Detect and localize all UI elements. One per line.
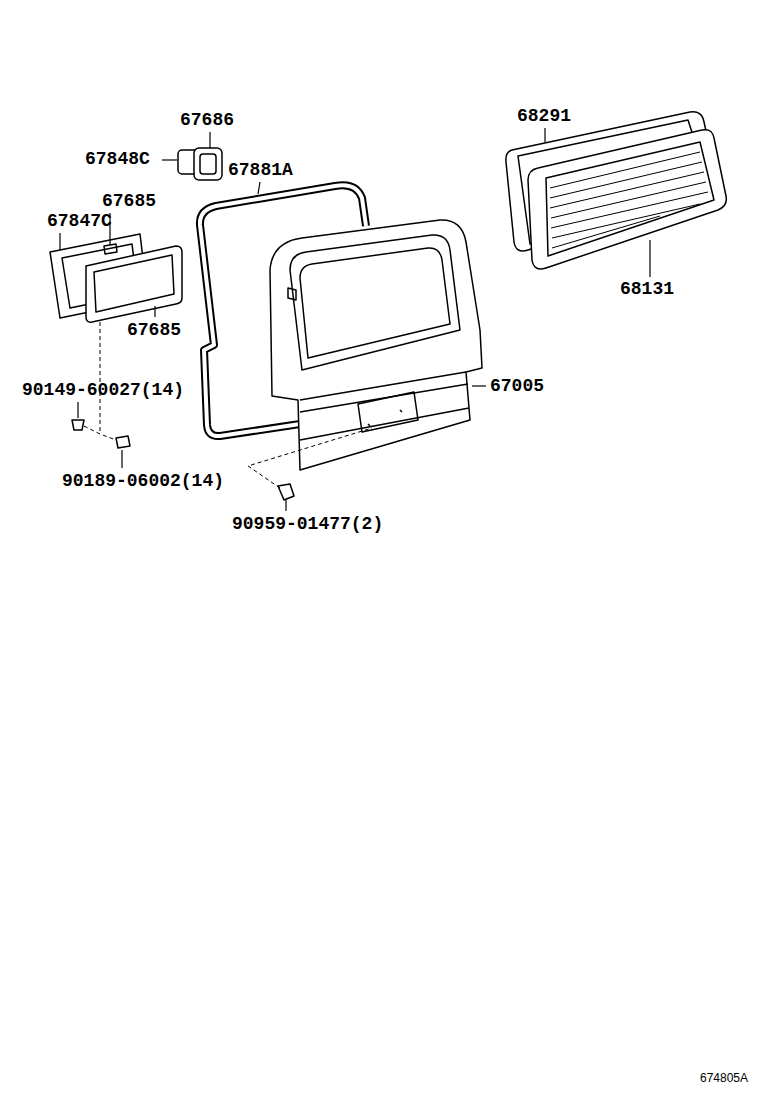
door-panel — [270, 220, 482, 470]
glass-pane — [528, 130, 726, 269]
leader — [285, 500, 286, 511]
figure-code: 674805A — [700, 1071, 748, 1085]
leader — [59, 233, 60, 250]
part-number: 67685 — [127, 320, 181, 340]
leader — [258, 182, 260, 194]
nut — [116, 436, 130, 448]
license-recess — [358, 392, 418, 432]
cover-b — [194, 148, 222, 180]
clip — [278, 484, 294, 500]
leader — [649, 240, 650, 277]
leader — [77, 402, 78, 418]
assembly-lines — [84, 322, 372, 488]
leader — [162, 159, 177, 160]
part-number: 68291 — [517, 106, 571, 126]
part-number: 68131 — [620, 279, 674, 299]
window-opening — [300, 248, 450, 358]
leader — [121, 450, 122, 468]
part-number: 90149-60027(14) — [22, 380, 184, 400]
dash-clip — [248, 428, 372, 488]
part-number: 90959-01477(2) — [232, 514, 383, 534]
leader — [209, 132, 210, 148]
leader — [154, 306, 155, 317]
part-number: 67848C — [85, 149, 150, 169]
trim-clip-hole — [104, 244, 117, 254]
cover-b-inner — [200, 154, 216, 174]
trim-panel — [50, 234, 182, 322]
trim-frame-inner — [94, 255, 174, 312]
dash-fastener — [84, 426, 116, 440]
part-number: 67685 — [102, 191, 156, 211]
screw — [72, 420, 84, 430]
part-number: 67005 — [490, 376, 544, 396]
recess-holes — [368, 410, 402, 426]
trim-frame — [86, 246, 182, 322]
leader-lines — [60, 128, 650, 511]
back-door — [270, 220, 482, 470]
door-hole — [288, 288, 296, 300]
part-number: 67686 — [180, 110, 234, 130]
leader — [544, 128, 545, 142]
dash-trim — [100, 322, 101, 434]
door-ridges — [300, 372, 469, 440]
window-frame — [290, 235, 460, 370]
back-glass — [506, 112, 726, 269]
part-number: 90189-06002(14) — [62, 471, 224, 491]
small-cover — [178, 148, 222, 180]
part-number: 67847C — [47, 211, 112, 231]
glass-inner — [546, 142, 714, 256]
part-number: 67881A — [228, 160, 293, 180]
leader — [472, 385, 486, 386]
defroster-lines — [550, 152, 708, 248]
